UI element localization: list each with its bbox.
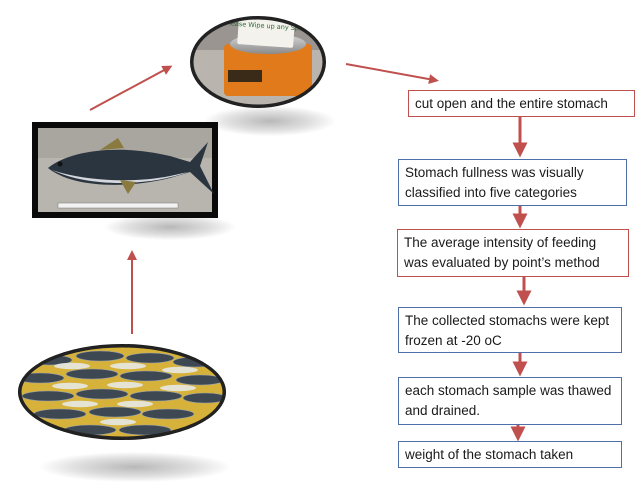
fish-image-shadow	[105, 214, 235, 240]
step-box-stomach-fullness: Stomach fullness was visually classified…	[398, 159, 627, 206]
flow-arrows	[510, 117, 532, 442]
tuna-image	[32, 122, 218, 218]
arrow-scale-to-steps	[345, 63, 439, 85]
scale-image: Please Wipe up any Spills	[190, 16, 326, 108]
step-box-weight: weight of the stomach taken	[398, 441, 622, 468]
step-box-thawed: each stomach sample was thawed and drain…	[398, 377, 622, 425]
step-box-cut-open: cut open and the entire stomach	[408, 90, 635, 117]
step-text: The average intensity of feeding was eva…	[404, 235, 600, 270]
scale-display	[228, 70, 262, 82]
step-text: each stomach sample was thawed and drain…	[405, 383, 612, 418]
step-text: cut open and the entire stomach	[415, 96, 608, 111]
cycle-arrows	[89, 63, 439, 334]
step-text: weight of the stomach taken	[405, 447, 574, 462]
step-box-frozen: The collected stomachs were kept frozen …	[398, 307, 622, 353]
fish-pile-shadow	[40, 452, 230, 482]
step-text: Stomach fullness was visually classified…	[405, 165, 584, 200]
step-box-feeding-intensity: The average intensity of feeding was eva…	[397, 229, 629, 277]
scale-image-shadow	[205, 106, 335, 136]
fish-pile-image	[18, 344, 226, 440]
arrow-fish-to-scale	[89, 65, 173, 111]
step-text: The collected stomachs were kept frozen …	[405, 313, 610, 348]
